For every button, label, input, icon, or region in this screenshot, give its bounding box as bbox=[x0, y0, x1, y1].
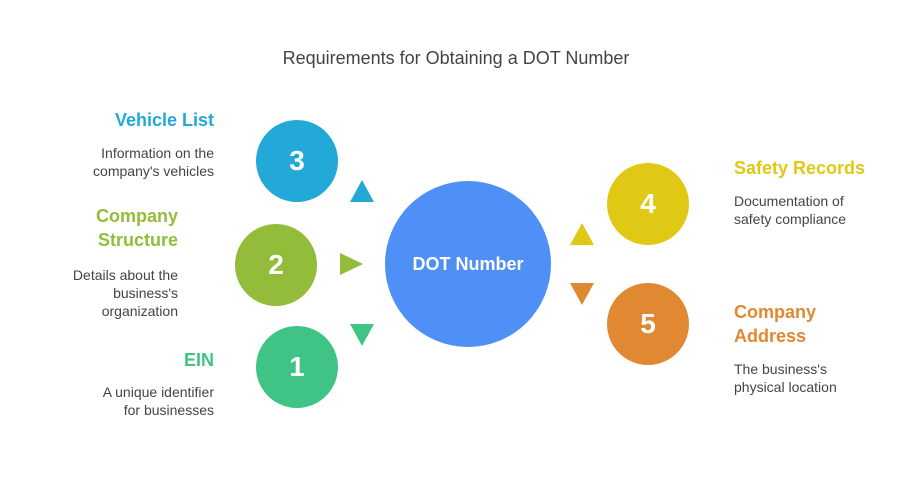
step-circle-4: 4 bbox=[607, 163, 689, 245]
arrow-down-icon bbox=[350, 324, 374, 346]
step-heading-ein: EIN bbox=[183, 350, 214, 370]
step-description-ein: A unique identifier for businesses bbox=[102, 384, 214, 418]
hub-label: DOT Number bbox=[412, 253, 524, 274]
step-heading-company-address: Company Address bbox=[734, 302, 817, 346]
step-description-safety-records: Documentation of safety compliance bbox=[734, 193, 847, 227]
arrow-up-icon bbox=[570, 223, 594, 245]
step-description-company-structure: Details about the business's organizatio… bbox=[72, 267, 178, 319]
step-number: 2 bbox=[268, 249, 284, 280]
arrow-right-icon bbox=[340, 253, 363, 275]
step-number: 3 bbox=[289, 145, 305, 176]
step-circle-2: 2 bbox=[235, 224, 317, 306]
step-number: 5 bbox=[640, 308, 656, 339]
step-circle-3: 3 bbox=[256, 120, 338, 202]
step-circle-1: 1 bbox=[256, 326, 338, 408]
diagram-title: Requirements for Obtaining a DOT Number bbox=[282, 48, 630, 68]
step-number: 1 bbox=[289, 351, 305, 382]
step-heading-company-structure: Company Structure bbox=[95, 206, 178, 250]
arrow-up-icon bbox=[350, 180, 374, 202]
step-circle-5: 5 bbox=[607, 283, 689, 365]
step-number: 4 bbox=[640, 188, 656, 219]
step-heading-vehicle-list: Vehicle List bbox=[114, 110, 214, 130]
step-description-company-address: The business's physical location bbox=[734, 361, 837, 395]
arrow-down-icon bbox=[570, 283, 594, 305]
hub-circle-dot-number: DOT Number bbox=[385, 181, 551, 347]
step-description-vehicle-list: Information on the company's vehicles bbox=[93, 145, 214, 179]
step-heading-safety-records: Safety Records bbox=[734, 158, 866, 178]
